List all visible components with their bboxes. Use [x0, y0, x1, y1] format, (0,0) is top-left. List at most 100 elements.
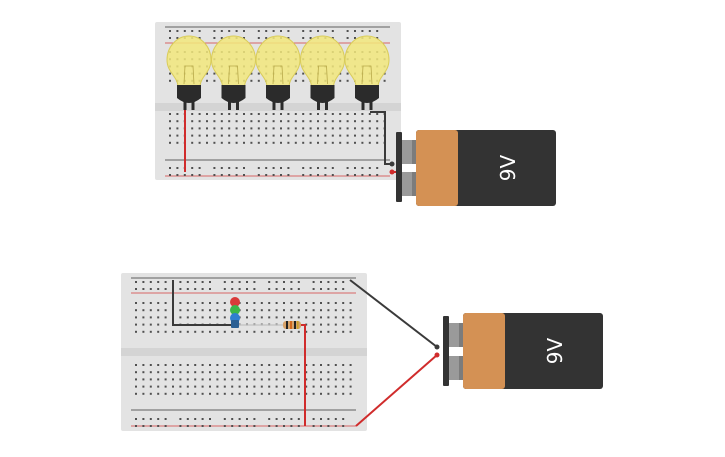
- breadboard-hole: [223, 364, 226, 366]
- breadboard-hole: [297, 385, 300, 388]
- breadboard-hole: [201, 330, 204, 333]
- breadboard-hole: [376, 120, 379, 123]
- breadboard-hole: [216, 316, 219, 319]
- breadboard-hole: [283, 288, 285, 290]
- wire-red[interactable]: [300, 324, 306, 426]
- bulb-base: [310, 85, 335, 103]
- breadboard-hole: [349, 330, 352, 333]
- resistor[interactable]: [283, 321, 301, 329]
- breadboard-hole: [220, 174, 223, 176]
- breadboard-hole: [246, 309, 248, 312]
- battery-bottom[interactable]: 9V: [434, 313, 604, 389]
- breadboard-hole: [334, 364, 337, 366]
- breadboard-hole: [231, 330, 234, 333]
- breadboard-hole: [157, 425, 160, 427]
- breadboard-hole: [287, 30, 290, 32]
- breadboard-hole: [172, 371, 174, 374]
- wire-black[interactable]: [349, 279, 438, 348]
- breadboard-hole: [290, 316, 293, 319]
- light-bulb[interactable]: [210, 35, 257, 110]
- breadboard-hole: [327, 392, 330, 395]
- breadboard-hole: [194, 425, 197, 427]
- breadboard-hole: [172, 392, 174, 395]
- breadboard-hole: [327, 364, 330, 366]
- breadboard-hole: [305, 323, 308, 326]
- light-bulb[interactable]: [166, 35, 212, 110]
- breadboard-hole: [246, 418, 248, 420]
- breadboard-hole: [265, 127, 268, 130]
- breadboard-hole: [191, 167, 194, 169]
- breadboard-hole: [186, 288, 189, 290]
- breadboard-hole: [209, 302, 211, 304]
- breadboard-hole: [157, 330, 160, 333]
- breadboard-hole: [268, 316, 271, 319]
- breadboard-hole: [135, 425, 137, 427]
- breadboard-hole: [312, 288, 315, 290]
- breadboard-hole: [201, 378, 204, 381]
- resistor-band: [297, 321, 299, 329]
- breadboard-hole: [135, 418, 137, 420]
- breadboard-hole: [331, 174, 334, 176]
- breadboard-hole: [194, 392, 197, 395]
- bulb-leg: [191, 102, 195, 110]
- bulb-leg: [228, 102, 231, 110]
- breadboard-hole: [368, 141, 371, 144]
- breadboard-hole: [250, 141, 253, 144]
- breadboard-hole: [253, 281, 256, 283]
- breadboard-hole: [268, 330, 271, 333]
- breadboard-hole: [194, 281, 197, 283]
- breadboard-hole: [349, 385, 352, 388]
- breadboard-hole: [339, 127, 342, 130]
- light-bulb[interactable]: [299, 35, 346, 110]
- breadboard-hole: [157, 288, 160, 290]
- breadboard-hole: [231, 288, 234, 290]
- breadboard-hole: [201, 302, 204, 304]
- breadboard-hole: [309, 113, 312, 115]
- breadboard-hole: [305, 316, 308, 319]
- breadboard-hole: [272, 30, 275, 32]
- breadboard-hole: [320, 371, 322, 374]
- breadboard-hole: [194, 418, 197, 420]
- breadboard-hole: [216, 385, 219, 388]
- breadboard-hole: [349, 364, 352, 366]
- breadboard-hole: [334, 309, 337, 312]
- breadboard-hole: [191, 141, 194, 144]
- breadboard-hole: [183, 174, 186, 176]
- light-bulb[interactable]: [344, 35, 390, 110]
- breadboard-hole: [257, 72, 260, 75]
- breadboard-hole: [376, 30, 379, 32]
- breadboard-hole: [305, 392, 308, 395]
- breadboard-hole: [157, 364, 160, 366]
- breadboard-hole: [349, 371, 352, 374]
- breadboard-hole: [250, 113, 253, 115]
- breadboard-hole: [179, 330, 182, 333]
- breadboard-hole: [368, 120, 371, 123]
- light-bulb[interactable]: [255, 35, 301, 110]
- breadboard-hole: [302, 72, 305, 75]
- breadboard-hole: [342, 392, 345, 395]
- wire-red[interactable]: [355, 354, 438, 427]
- breadboard-hole: [253, 364, 256, 366]
- breadboard-hole: [238, 364, 241, 366]
- breadboard-hole: [253, 288, 256, 290]
- breadboard-hole: [238, 288, 241, 290]
- breadboard-hole: [172, 378, 174, 381]
- breadboard-hole: [169, 72, 171, 75]
- breadboard-hole: [302, 37, 305, 39]
- bulb-leg: [317, 102, 320, 110]
- battery-node: [434, 352, 440, 358]
- breadboard-hole: [354, 113, 356, 115]
- breadboard-hole: [179, 316, 182, 319]
- breadboard-hole: [235, 120, 238, 123]
- breadboard-hole: [206, 127, 208, 130]
- breadboard-hole: [339, 134, 342, 137]
- breadboard-hole: [142, 385, 145, 388]
- breadboard-hole: [194, 378, 197, 381]
- breadboard-hole: [179, 302, 182, 304]
- battery-top[interactable]: 9V: [389, 130, 557, 206]
- breadboard-hole: [283, 378, 285, 381]
- wire-black[interactable]: [172, 280, 232, 326]
- rgb-led[interactable]: [230, 297, 240, 328]
- bulb-leg: [236, 102, 239, 110]
- breadboard-hole: [297, 302, 300, 304]
